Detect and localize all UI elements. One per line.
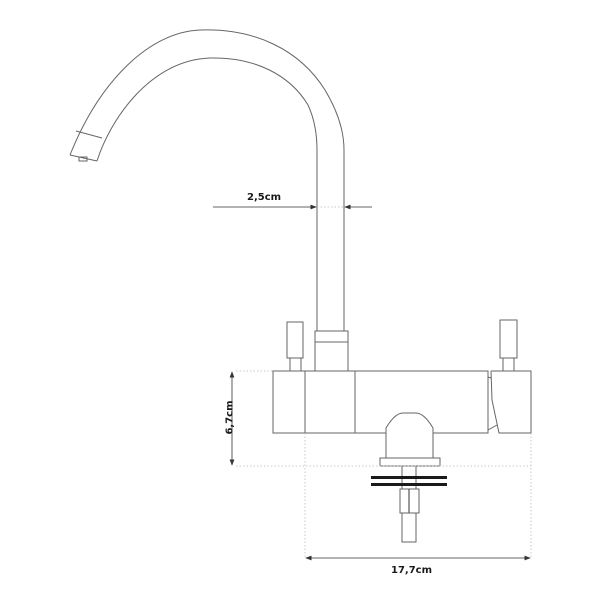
extension-lines (236, 206, 532, 558)
mount-base (379, 412, 441, 467)
pipe-diameter-label: 2,5cm (247, 192, 282, 203)
body-height-label: 6,7cm (224, 400, 236, 435)
right-handle (499, 319, 518, 371)
left-handle (286, 321, 304, 371)
total-width-label: 17,7cm (391, 565, 433, 576)
spout (69, 29, 345, 331)
aerator-nub (78, 156, 88, 162)
spout-ring (75, 130, 103, 139)
collar (314, 330, 349, 372)
washers (371, 476, 447, 486)
body (272, 370, 532, 434)
